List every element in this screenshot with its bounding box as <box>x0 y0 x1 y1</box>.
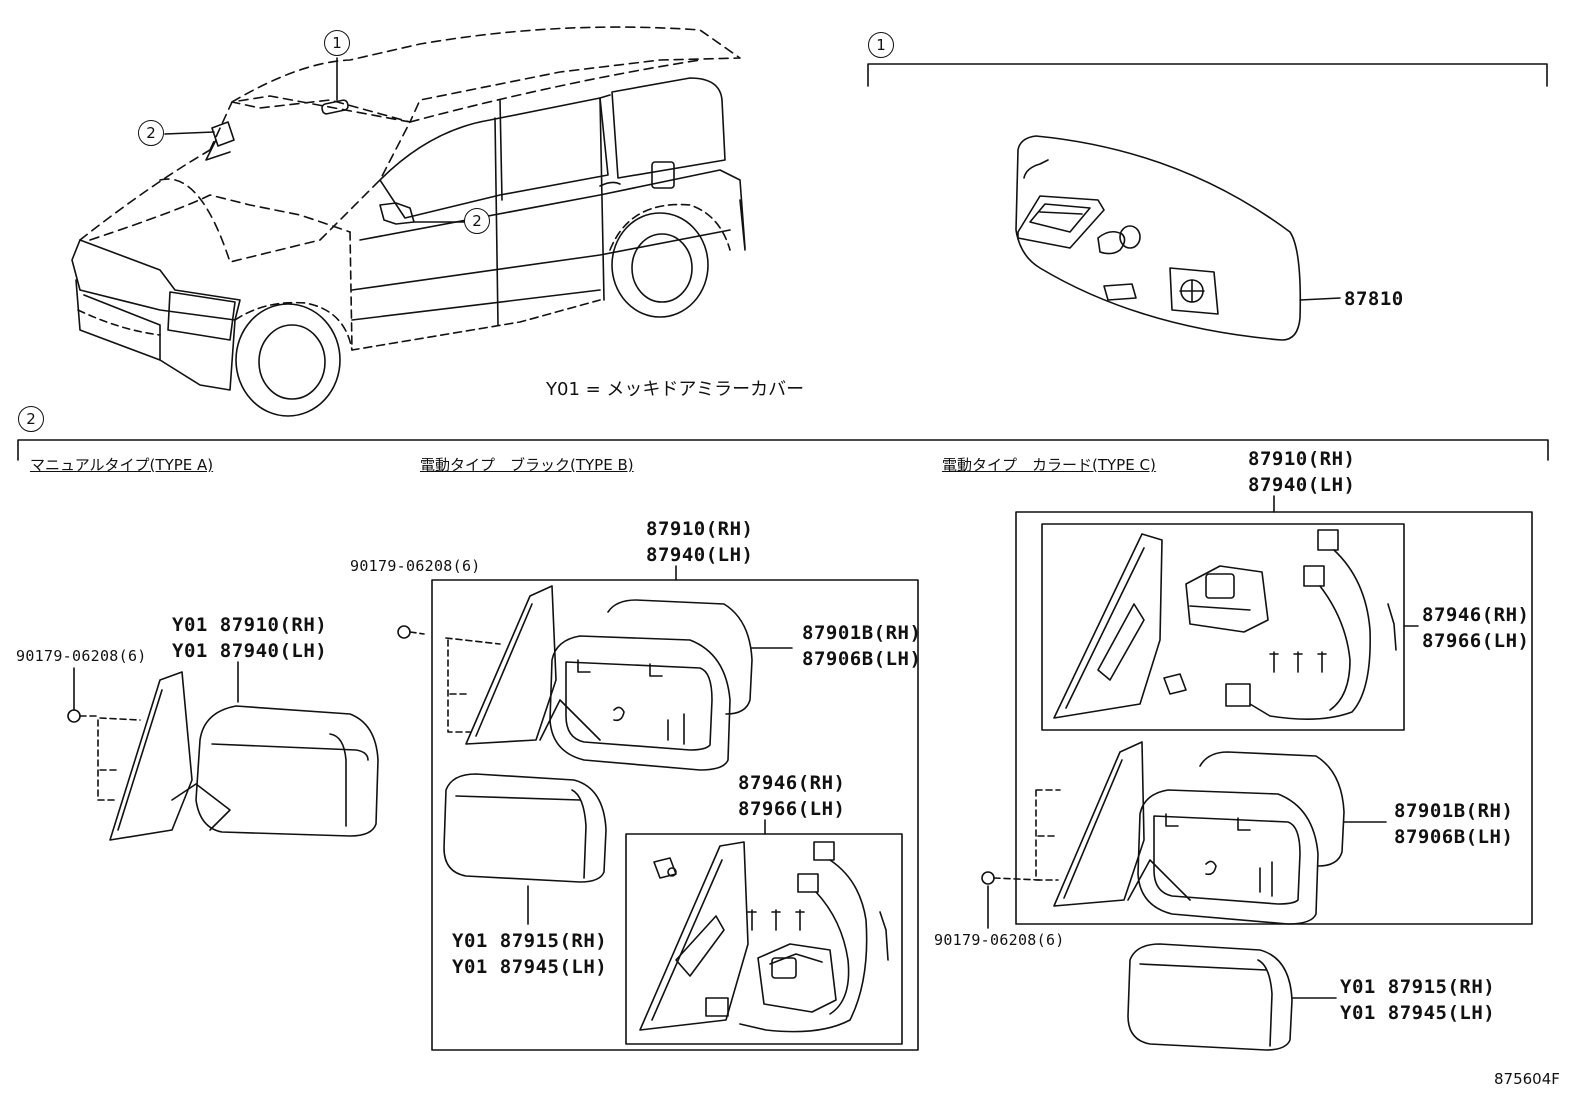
part-b-clip: 90179-06208(6) <box>350 557 481 575</box>
callout-1-vehicle: 1 <box>324 30 350 56</box>
part-c-mirror-rh: 87910(RH) <box>1248 448 1356 470</box>
plating-note: Y01 = メッキドアミラーカバー <box>546 379 805 400</box>
part-c-glass-rh: 87901B(RH) <box>1394 800 1514 822</box>
part-b-motor-rh: 87946(RH) <box>738 772 846 794</box>
part-b-mirror-lh: 87940(LH) <box>646 544 754 566</box>
type-c-header: 電動タイプ カラード(TYPE C) <box>942 456 1156 474</box>
part-b-glass: 87901B(RH) 87906B(LH) <box>802 620 921 672</box>
part-b-mirror: 87910(RH) 87940(LH) <box>646 516 753 568</box>
type-b-motor-illustration <box>639 841 889 1033</box>
part-c-glass: 87901B(RH) 87906B(LH) <box>1394 798 1513 850</box>
vehicle-illustration <box>71 26 746 417</box>
type-a-header: マニュアルタイプ(TYPE A) <box>30 456 214 474</box>
part-c-cover: Y01 87915(RH) Y01 87945(LH) <box>1340 974 1495 1026</box>
part-c-cover-lh: Y01 87945(LH) <box>1340 1002 1496 1024</box>
part-a-mirror-rh: Y01 87910(RH) <box>172 614 328 636</box>
part-a-mirror: Y01 87910(RH) Y01 87940(LH) <box>172 612 327 664</box>
part-inner-mirror: 87810 <box>1344 288 1404 310</box>
part-c-clip: 90179-06208(6) <box>934 931 1065 949</box>
part-b-motor: 87946(RH) 87966(LH) <box>738 770 845 822</box>
callout-2-vehicle-right: 2 <box>464 208 490 234</box>
part-b-glass-rh: 87901B(RH) <box>802 622 922 644</box>
callout-2-section: 2 <box>18 406 44 432</box>
part-c-glass-lh: 87906B(LH) <box>1394 826 1514 848</box>
type-c-motor-illustration <box>1053 529 1397 720</box>
part-b-motor-lh: 87966(LH) <box>738 798 846 820</box>
type-b-header: 電動タイプ ブラック(TYPE B) <box>420 456 634 474</box>
part-a-mirror-lh: Y01 87940(LH) <box>172 640 328 662</box>
part-c-motor-lh: 87966(LH) <box>1422 630 1530 652</box>
part-b-cover-lh: Y01 87945(LH) <box>452 956 608 978</box>
part-b-glass-lh: 87906B(LH) <box>802 648 922 670</box>
part-b-cover-rh: Y01 87915(RH) <box>452 930 608 952</box>
diagram-code: 875604F <box>1494 1070 1560 1088</box>
part-c-mirror: 87910(RH) 87940(LH) <box>1248 446 1355 498</box>
part-c-cover-rh: Y01 87915(RH) <box>1340 976 1496 998</box>
type-b-mirror-illustration <box>397 585 753 883</box>
part-c-motor: 87946(RH) 87966(LH) <box>1422 602 1529 654</box>
callout-1-section: 1 <box>868 32 894 58</box>
type-c-mirror-illustration <box>981 741 1345 1051</box>
callout-2-vehicle-left: 2 <box>138 120 164 146</box>
part-a-clip: 90179-06208(6) <box>16 647 147 665</box>
type-a-mirror-illustration <box>67 671 379 841</box>
inner-mirror-illustration <box>1015 135 1302 341</box>
part-b-mirror-rh: 87910(RH) <box>646 518 754 540</box>
part-c-motor-rh: 87946(RH) <box>1422 604 1530 626</box>
part-c-mirror-lh: 87940(LH) <box>1248 474 1356 496</box>
part-b-cover: Y01 87915(RH) Y01 87945(LH) <box>452 928 607 980</box>
